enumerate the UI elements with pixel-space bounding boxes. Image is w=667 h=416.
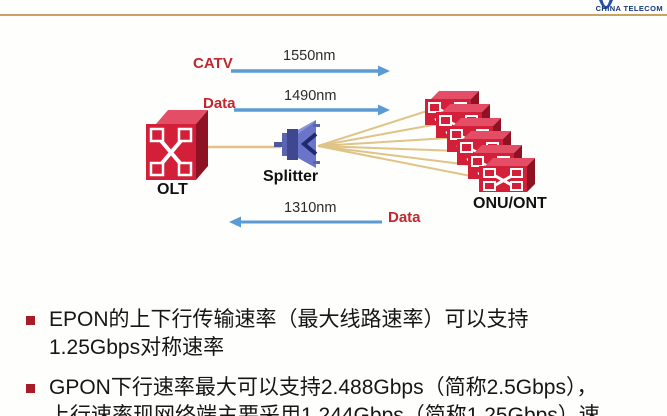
olt-switch-icon (146, 110, 208, 180)
splitter-icon (274, 120, 320, 168)
data-downstream-arrow-1490 (234, 104, 390, 116)
splitter-label: Splitter (263, 168, 319, 185)
data-upstream-label: Data (388, 209, 421, 226)
fiber-fan-lines (317, 110, 482, 179)
bullet-marker-icon (26, 316, 35, 325)
wavelength-1490-label: 1490nm (284, 88, 337, 104)
catv-label: CATV (193, 55, 233, 72)
onu-stack-icon (425, 91, 535, 192)
bullet-gpon-text: GPON下行速率最大可以支持2.488Gbps（简称2.5Gbps）， 上行速率… (49, 375, 600, 416)
china-telecom-logo: CHINA TELECOM (584, 0, 664, 14)
bullet-list: EPON的上下行传输速率（最大线路速率）可以支持 1.25Gbps对称速率 GP… (26, 306, 658, 416)
china-telecom-wordmark: CHINA TELECOM (595, 4, 663, 13)
catv-arrow-1550 (231, 65, 390, 77)
header-divider (0, 14, 667, 16)
olt-label: OLT (157, 181, 188, 198)
wavelength-1550-label: 1550nm (283, 48, 336, 64)
bullet-gpon: GPON下行速率最大可以支持2.488Gbps（简称2.5Gbps）， 上行速率… (26, 374, 658, 416)
onu-ont-label: ONU/ONT (473, 195, 547, 212)
pon-diagram (146, 65, 535, 228)
bullet-epon-text: EPON的上下行传输速率（最大线路速率）可以支持 1.25Gbps对称速率 (49, 308, 529, 359)
bullet-marker-icon (26, 383, 35, 393)
data-downstream-label: Data (203, 95, 236, 112)
onu-box (479, 158, 535, 192)
data-upstream-arrow-1310 (229, 216, 382, 228)
china-telecom-logo-icon (599, 0, 613, 9)
wavelength-1310-label: 1310nm (284, 200, 337, 216)
bullet-epon: EPON的上下行传输速率（最大线路速率）可以支持 1.25Gbps对称速率 (26, 306, 658, 362)
